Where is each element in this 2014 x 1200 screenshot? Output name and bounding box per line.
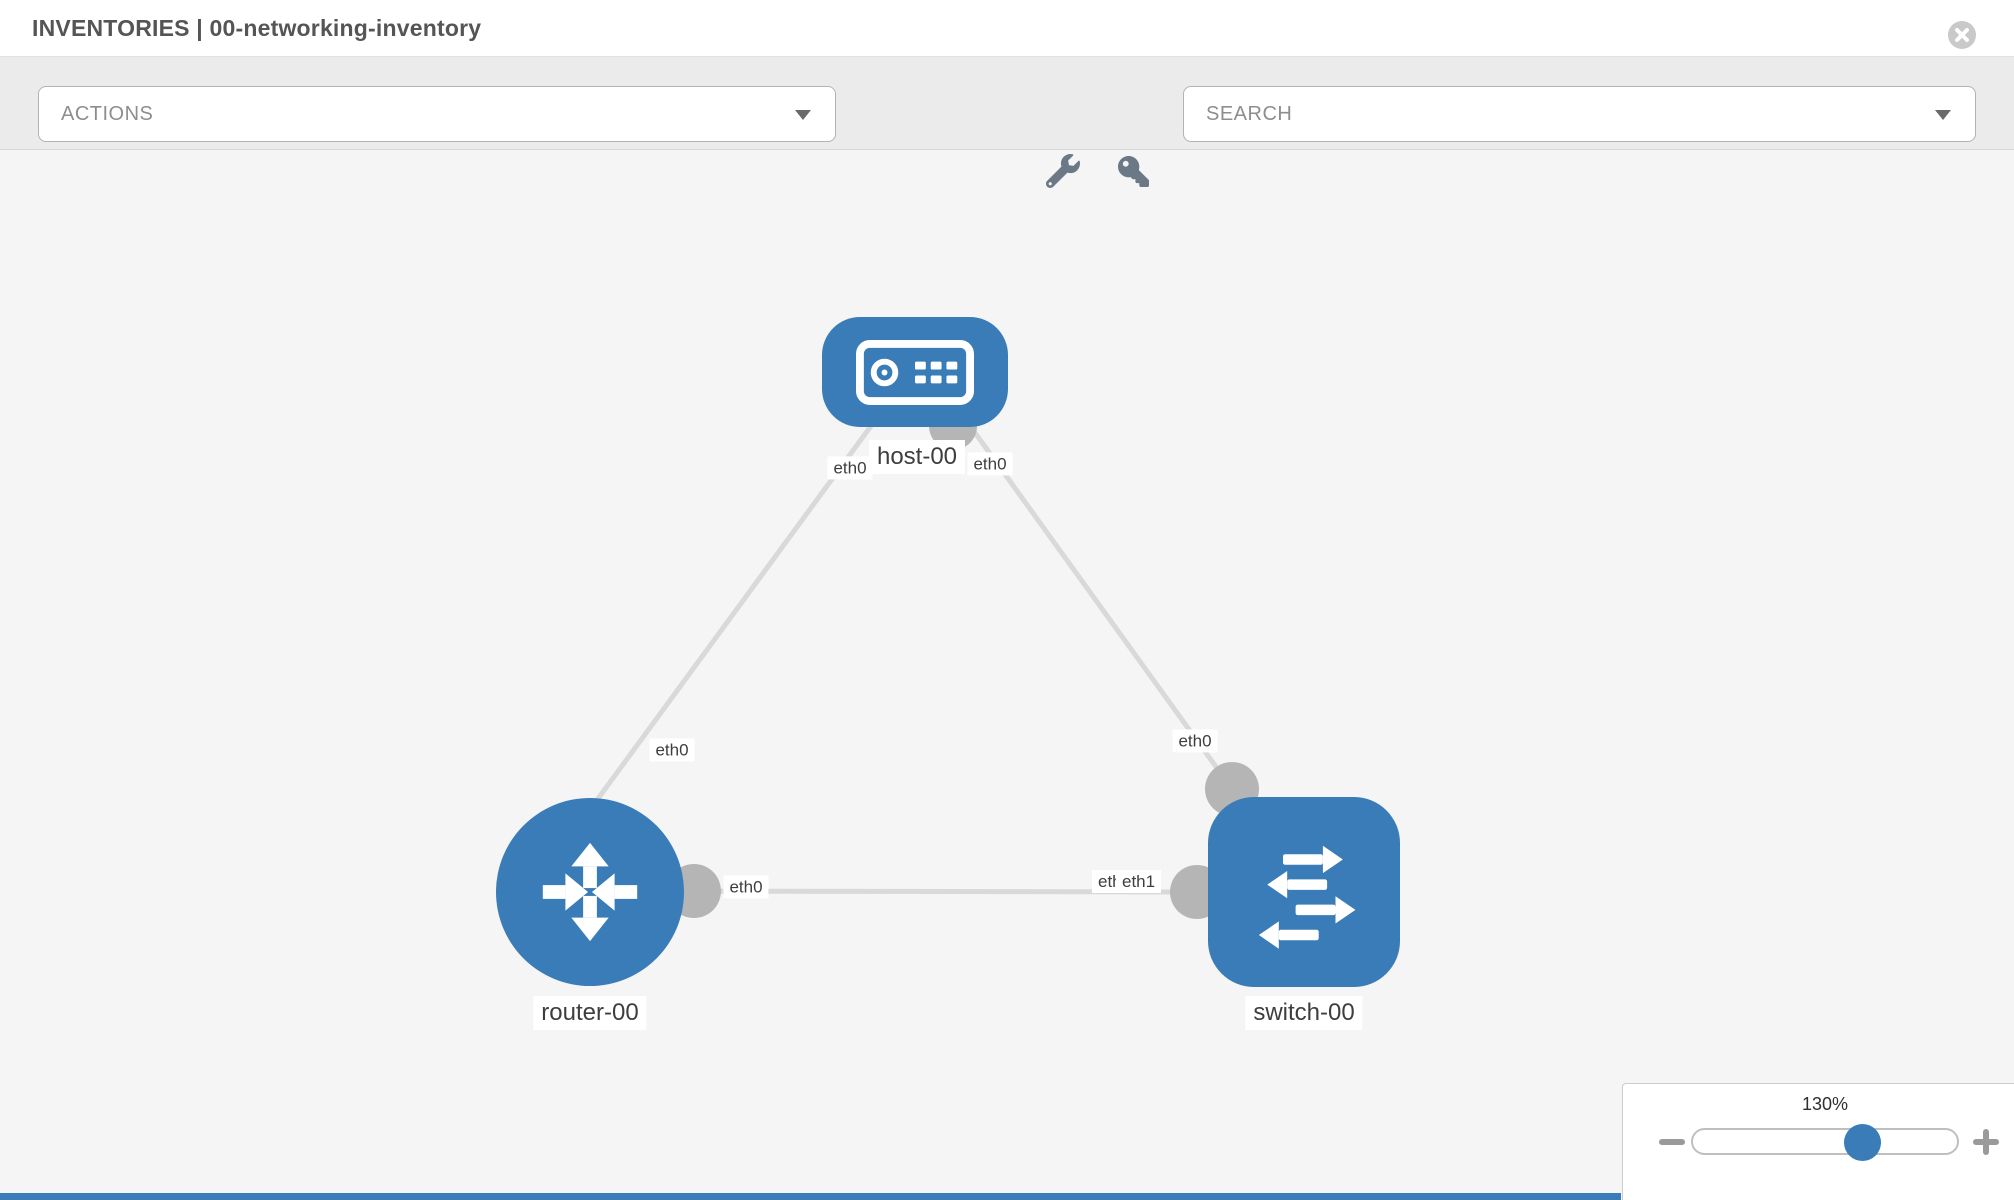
search-dropdown[interactable]: SEARCH bbox=[1183, 86, 1976, 142]
actions-dropdown-label: ACTIONS bbox=[61, 102, 154, 125]
router-icon bbox=[542, 842, 638, 942]
toolbar: ACTIONS SEARCH bbox=[0, 57, 2014, 189]
zoom-slider-thumb[interactable] bbox=[1843, 1123, 1881, 1161]
interface-label-host-to-switch: eth0 bbox=[967, 452, 1013, 476]
interface-label-host-to-router: eth0 bbox=[827, 456, 873, 480]
host-icon bbox=[856, 339, 974, 405]
node-label-switch-00: switch-00 bbox=[1245, 996, 1363, 1030]
switch-icon bbox=[1258, 845, 1356, 949]
wrench-icon bbox=[1045, 154, 1080, 189]
zoom-panel: 130% bbox=[1622, 1083, 2014, 1200]
chevron-down-icon bbox=[795, 110, 811, 120]
key-button[interactable] bbox=[1118, 156, 1149, 192]
zoom-in-button[interactable] bbox=[1973, 1129, 1999, 1155]
node-label-router-00: router-00 bbox=[533, 996, 647, 1030]
node-switch-00[interactable] bbox=[1208, 797, 1400, 987]
search-placeholder: SEARCH bbox=[1206, 102, 1293, 125]
node-host-00[interactable] bbox=[822, 317, 1008, 427]
header: INVENTORIES | 00-networking-inventory bbox=[0, 0, 2014, 57]
node-label-host-00: host-00 bbox=[868, 440, 966, 474]
zoom-slider[interactable] bbox=[1691, 1123, 1959, 1161]
page-title: INVENTORIES | 00-networking-inventory bbox=[32, 14, 482, 41]
key-icon bbox=[1118, 156, 1149, 187]
zoom-out-button[interactable] bbox=[1659, 1139, 1685, 1145]
interface-label-switch-to-host: eth0 bbox=[1172, 729, 1218, 753]
interface-label-router-to-switch: eth0 bbox=[723, 875, 769, 899]
chevron-down-icon bbox=[1935, 110, 1951, 120]
zoom-level-label: 130% bbox=[1801, 1094, 1849, 1114]
interface-label-router-to-host: eth0 bbox=[649, 738, 695, 762]
close-icon bbox=[1955, 28, 1969, 42]
interface-label-switch-to-router: eth1 bbox=[1116, 870, 1162, 894]
node-router-00[interactable] bbox=[496, 798, 684, 986]
wrench-button[interactable] bbox=[1045, 154, 1080, 193]
bottom-accent-strip bbox=[0, 1193, 1621, 1200]
actions-dropdown[interactable]: ACTIONS bbox=[38, 86, 836, 142]
close-button[interactable] bbox=[1948, 21, 1976, 49]
